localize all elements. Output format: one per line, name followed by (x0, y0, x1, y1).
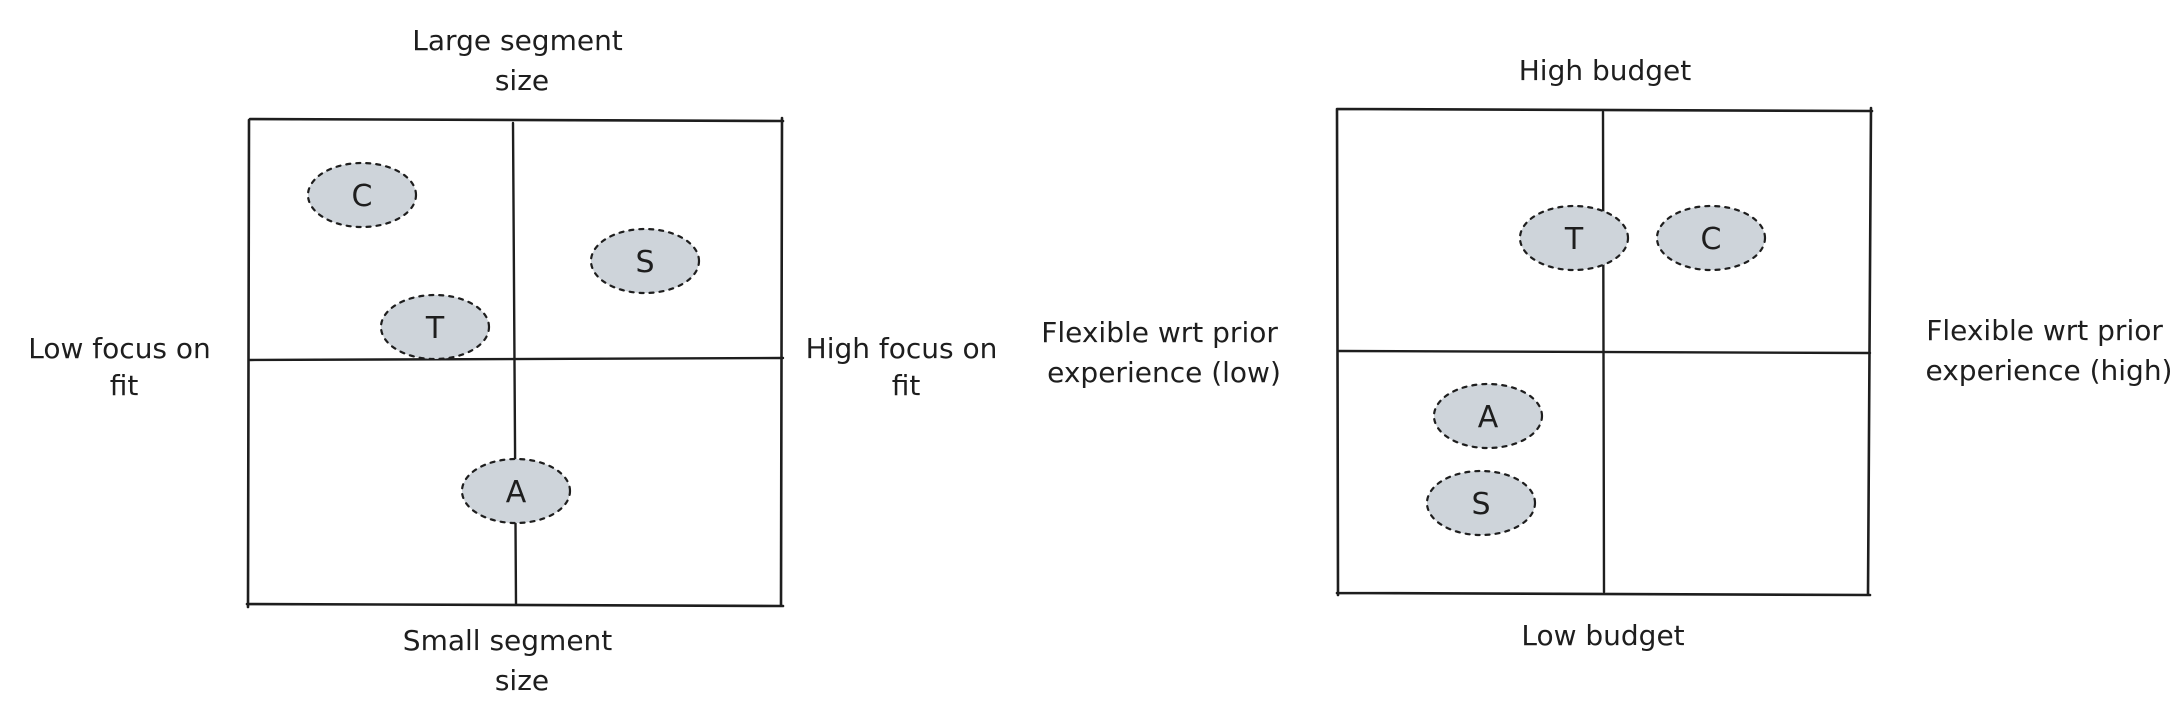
left-label: Flexible wrt prior experience (low) (1041, 316, 1287, 389)
top-label: High budget (1519, 54, 1692, 87)
horizontal-axis (1337, 349, 1872, 355)
matrix-frame (1335, 106, 1874, 597)
left-label: Low focus on fit (28, 332, 219, 402)
bottom-label: Low budget (1521, 619, 1684, 652)
svg-text:S: S (635, 245, 654, 280)
horizontal-axis (248, 356, 785, 362)
svg-text:C: C (352, 179, 373, 214)
matrix-budget-experience: High budget Low budget Flexible wrt prio… (1041, 54, 2172, 652)
svg-text:A: A (1478, 400, 1499, 435)
bottom-label: Small segment size (403, 624, 621, 697)
svg-text:C: C (1701, 222, 1722, 257)
point-a: A (1432, 382, 1544, 450)
point-c: C (1655, 204, 1767, 272)
point-a: A (460, 457, 572, 525)
point-t: T (1518, 204, 1630, 272)
point-c: C (306, 161, 418, 229)
point-t: T (379, 293, 491, 361)
svg-text:A: A (506, 475, 527, 510)
point-s: S (1425, 469, 1537, 537)
right-label: High focus on fit (806, 332, 1007, 402)
point-s: S (589, 227, 701, 295)
svg-text:T: T (1564, 222, 1584, 257)
matrix-frame (245, 116, 785, 609)
svg-text:S: S (1471, 487, 1490, 522)
vertical-axis (511, 121, 518, 606)
svg-text:T: T (425, 311, 445, 346)
top-label: Large segment size (412, 24, 631, 97)
matrix-segment-fit: Large segment size Small segment size Lo… (28, 24, 1007, 697)
right-label: Flexible wrt prior experience (high) (1926, 314, 2173, 387)
